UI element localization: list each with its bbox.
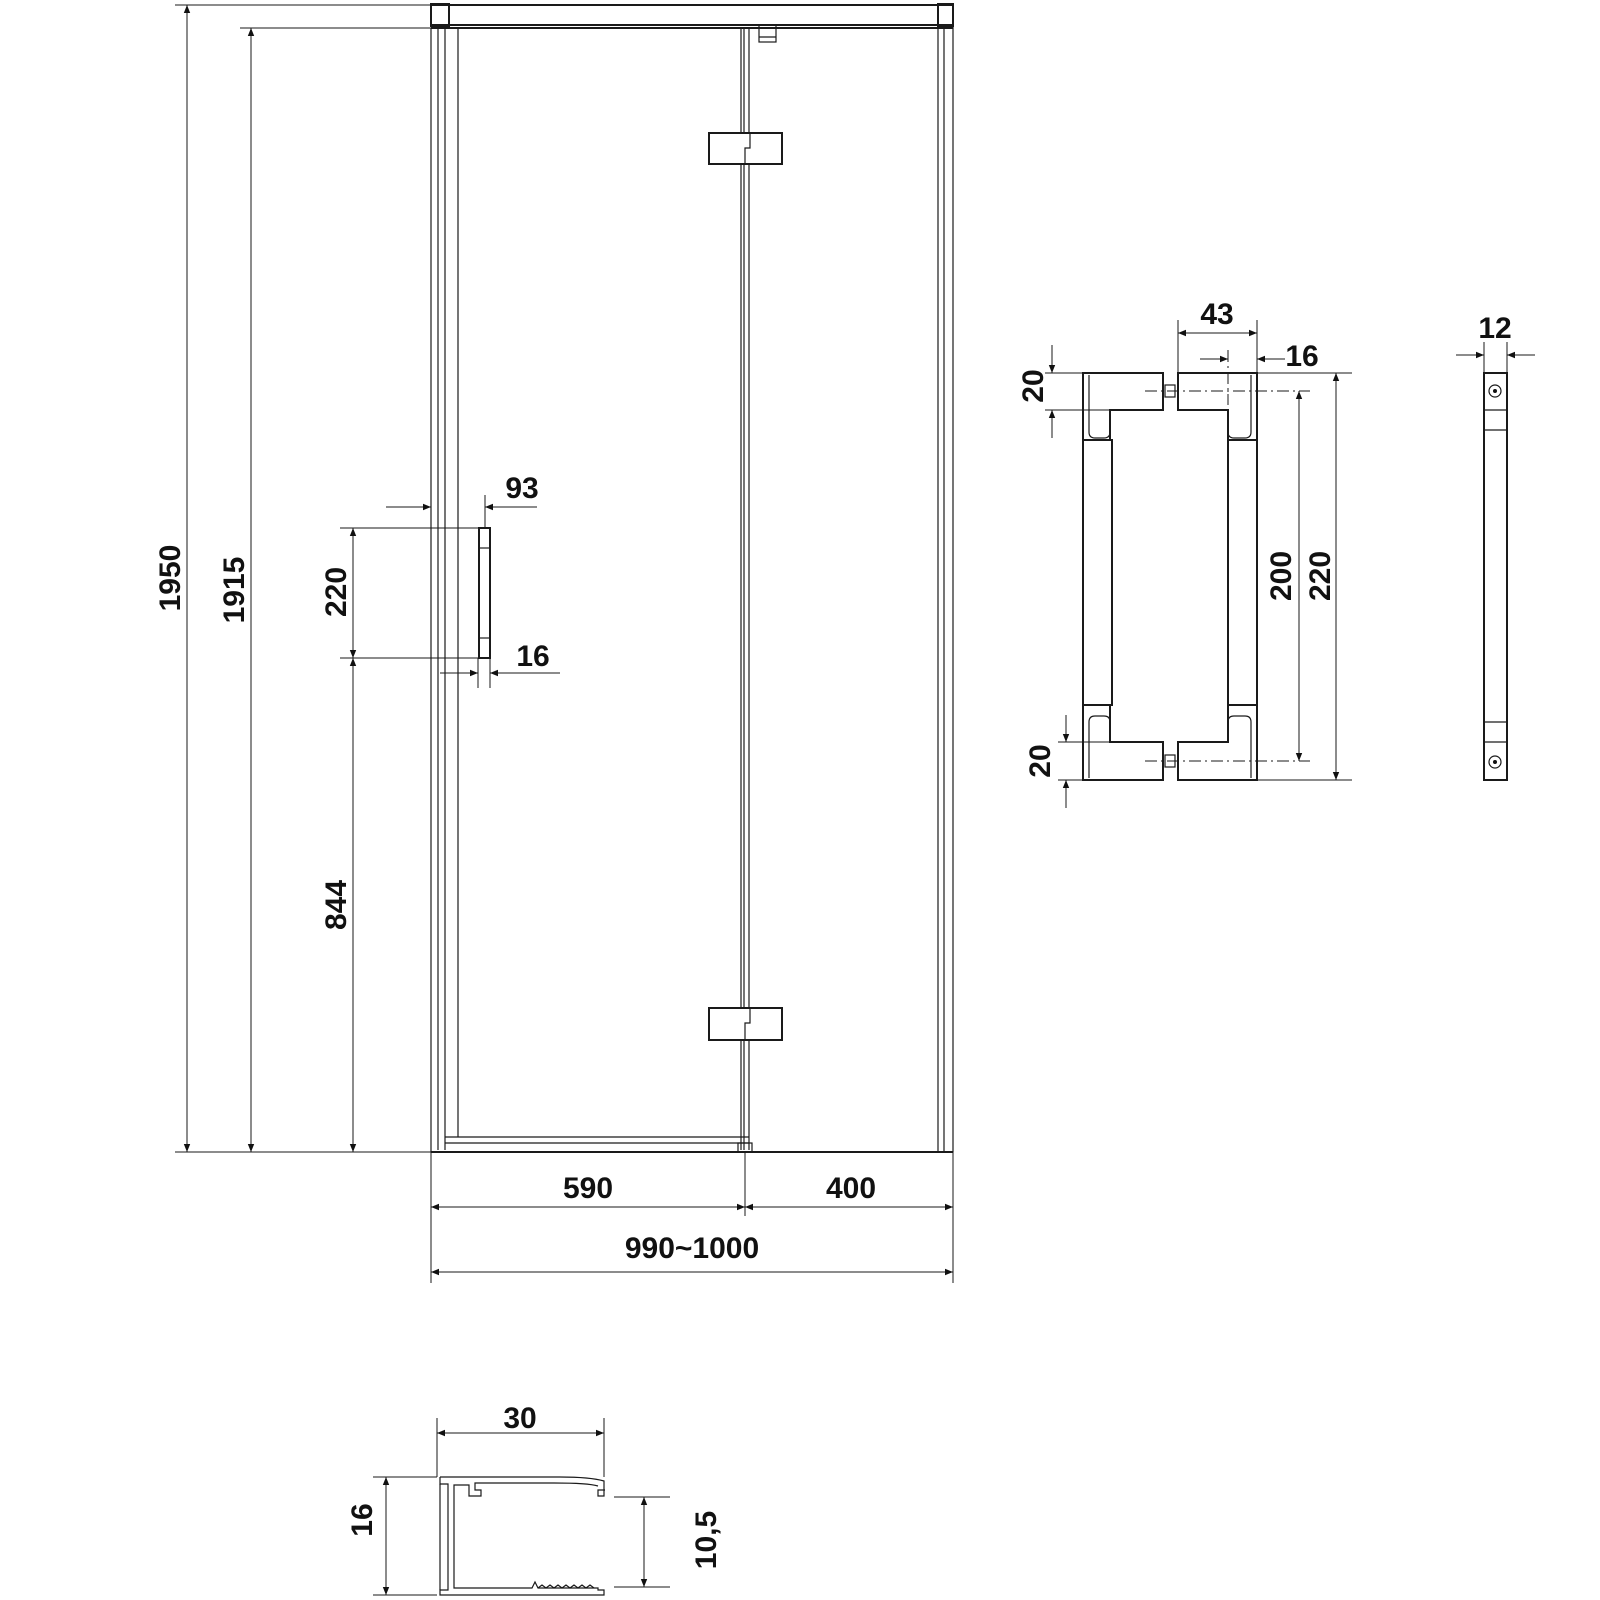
dim-profile-height: 16 [346,1503,379,1536]
dim-handle-bar-width: 16 [1285,340,1318,373]
handle-side-view: 12 [1456,312,1535,781]
profile-section: 30 16 10,5 [346,1402,723,1596]
top-bracket [758,24,777,43]
dim-handle-offset: 93 [505,472,538,505]
hinge-top [708,132,783,165]
dim-door-width: 590 [563,1172,613,1205]
dim-mount-spacing: 200 [1265,551,1298,601]
dim-side-width: 12 [1478,312,1511,345]
dim-profile-width: 30 [503,1402,536,1435]
dim-overall-length: 220 [1304,551,1337,601]
hinge-bottom [708,1007,783,1041]
dim-fixed-panel-width: 400 [826,1172,876,1205]
dim-height-glass: 1915 [218,557,251,624]
top-right-corner [937,3,954,27]
dim-bottom-block: 20 [1024,744,1057,777]
dim-handle-height: 844 [320,880,353,930]
handle-detail: 43 16 20 20 200 220 [1017,298,1352,808]
dim-height-total: 1950 [154,545,187,612]
dim-profile-inner-height: 10,5 [690,1511,723,1569]
dim-top-block: 20 [1017,369,1050,402]
dim-handle-depth: 43 [1200,298,1233,331]
door-handle [478,527,491,659]
dim-handle-length: 220 [320,567,353,617]
front-dimensions: 1950 1915 220 844 93 16 590 400 990~1000 [154,4,954,1283]
shower-door-front-view [430,3,954,1153]
top-rail [430,4,954,26]
dim-handle-width: 16 [516,640,549,673]
top-left-corner [430,3,450,27]
dim-total-width: 990~1000 [625,1232,759,1265]
